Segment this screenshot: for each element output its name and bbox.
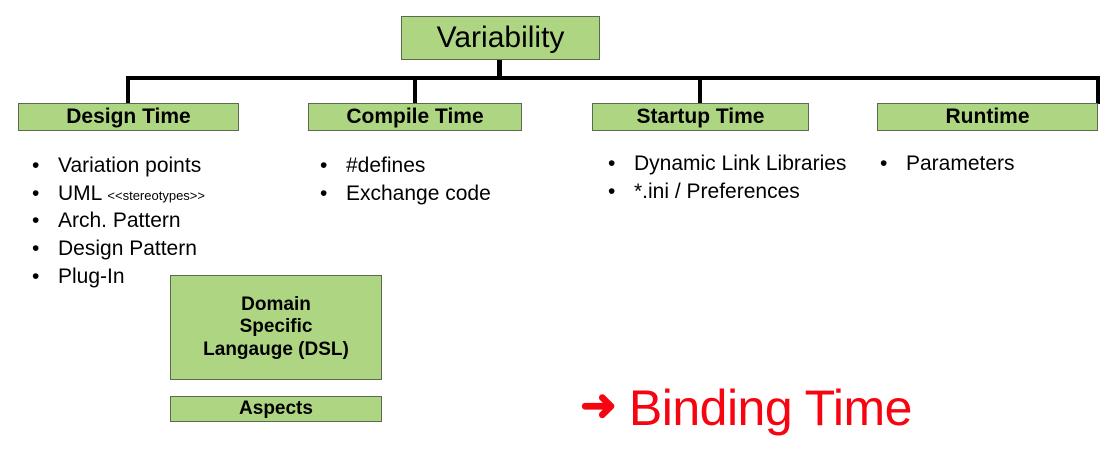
bullet-icon: • <box>32 209 40 233</box>
list-item-label: UML <<stereotypes>> <box>58 181 205 205</box>
node-domain-specific-language: Domain Specific Langauge (DSL) <box>170 275 382 380</box>
connector-drop-compile-time <box>413 76 417 104</box>
connector-drop-startup-time <box>698 76 702 104</box>
connector-horizontal-bus <box>126 76 1100 80</box>
list-item-label: Dynamic Link Libraries <box>634 152 847 175</box>
bullet-icon: • <box>32 154 40 177</box>
node-line: Specific <box>239 316 313 338</box>
bullet-list-design-time: • Variation points • UML <<stereotypes>>… <box>32 152 292 291</box>
connector-drop-design-time <box>126 76 130 104</box>
bullet-icon: • <box>608 179 616 203</box>
bullet-icon: • <box>320 154 328 177</box>
bullet-icon: • <box>608 152 616 175</box>
list-item-label: Plug-In <box>58 264 125 288</box>
connector-root-stem <box>497 60 502 80</box>
node-variability: Variability <box>401 16 600 60</box>
list-item-label: Design Pattern <box>58 237 197 261</box>
node-startup-time: Startup Time <box>592 103 809 131</box>
right-arrow-icon: ➜ <box>580 381 617 430</box>
list-item-label: *.ini / Preferences <box>634 179 800 203</box>
list-item-label: Exchange code <box>346 181 491 205</box>
connector-drop-runtime <box>1096 76 1100 104</box>
binding-time-label: Binding Time <box>628 380 913 436</box>
list-item-label: #defines <box>346 154 426 177</box>
list-item-label: Arch. Pattern <box>58 209 181 233</box>
node-line: Langauge (DSL) <box>203 338 349 360</box>
list-item: • Design Pattern <box>32 235 292 263</box>
list-item-note: <<stereotypes>> <box>107 187 205 203</box>
node-line: Domain <box>241 293 311 315</box>
bullet-list-compile-time: • #defines • Exchange code <box>320 152 550 207</box>
list-item-label: Variation points <box>58 154 202 177</box>
bullet-icon: • <box>880 152 888 175</box>
node-runtime: Runtime <box>877 103 1098 131</box>
list-item: • #defines <box>320 152 550 180</box>
list-item: • Plug-In <box>32 263 292 291</box>
list-item: • *.ini / Preferences <box>608 178 858 206</box>
binding-time-callout: ➜ Binding Time <box>580 383 912 433</box>
bullet-list-startup-time: • Dynamic Link Libraries • *.ini / Prefe… <box>608 150 858 205</box>
bullet-icon: • <box>32 181 40 205</box>
node-compile-time: Compile Time <box>308 103 522 131</box>
node-design-time: Design Time <box>18 103 239 131</box>
bullet-icon: • <box>32 237 40 261</box>
bullet-icon: • <box>32 264 40 288</box>
list-item: • Arch. Pattern <box>32 207 292 235</box>
node-aspects: Aspects <box>170 396 382 422</box>
list-item: • Variation points <box>32 152 292 180</box>
node-line: Aspects <box>239 397 313 419</box>
list-item: • Exchange code <box>320 180 550 208</box>
list-item: • UML <<stereotypes>> <box>32 180 292 208</box>
bullet-list-runtime: • Parameters <box>880 150 1100 178</box>
list-item-label: Parameters <box>906 152 1015 175</box>
bullet-icon: • <box>320 181 328 205</box>
list-item: • Dynamic Link Libraries <box>608 150 858 178</box>
list-item: • Parameters <box>880 150 1100 178</box>
